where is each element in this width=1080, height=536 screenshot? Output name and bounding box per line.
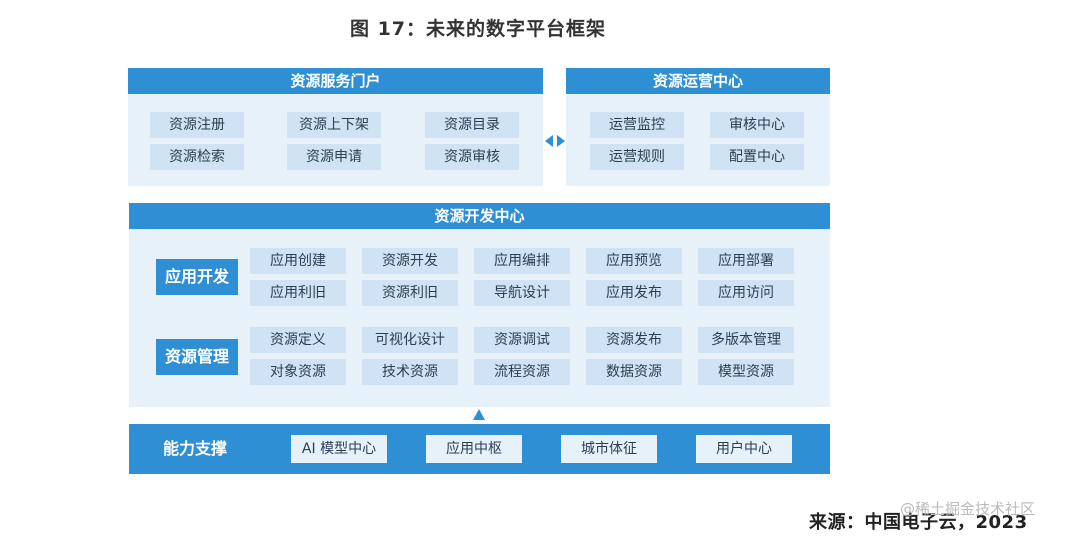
watermark: @稀土掘金技术社区 <box>900 500 1036 518</box>
dev-item: 应用发布 <box>586 280 682 306</box>
ops-item: 运营规则 <box>590 144 684 170</box>
support-item: AI 模型中心 <box>291 435 387 463</box>
portal-item: 资源上下架 <box>287 112 381 138</box>
ops-header: 资源运营中心 <box>566 68 830 94</box>
support-item: 用户中心 <box>696 435 792 463</box>
dev-item: 资源开发 <box>362 248 458 274</box>
ops-item: 运营监控 <box>590 112 684 138</box>
dev-item: 应用访问 <box>698 280 794 306</box>
dev-item: 多版本管理 <box>698 327 794 353</box>
support-item: 应用中枢 <box>426 435 522 463</box>
dev-panel: 资源开发中心 应用开发 应用创建 资源开发 应用编排 应用预览 应用部署 应用利… <box>129 203 830 407</box>
group-label-app-dev: 应用开发 <box>156 259 238 295</box>
dev-item: 技术资源 <box>362 359 458 385</box>
support-item: 城市体征 <box>561 435 657 463</box>
source-caption: 来源：中国电子云，2023 <box>809 512 1028 533</box>
support-label: 能力支撑 <box>163 439 228 458</box>
portal-item: 资源目录 <box>425 112 519 138</box>
dev-item: 资源利旧 <box>362 280 458 306</box>
dev-item: 可视化设计 <box>362 327 458 353</box>
portal-item: 资源申请 <box>287 144 381 170</box>
support-panel: 能力支撑 AI 模型中心 应用中枢 城市体征 用户中心 <box>129 424 830 474</box>
dev-item: 导航设计 <box>474 280 570 306</box>
dev-item: 流程资源 <box>474 359 570 385</box>
portal-header: 资源服务门户 <box>128 68 543 94</box>
dev-item: 应用编排 <box>474 248 570 274</box>
dev-item: 数据资源 <box>586 359 682 385</box>
dev-item: 应用创建 <box>250 248 346 274</box>
ops-item: 配置中心 <box>710 144 804 170</box>
dev-header: 资源开发中心 <box>129 203 830 229</box>
portal-panel: 资源服务门户 资源注册 资源上下架 资源目录 资源检索 资源申请 资源审核 <box>128 68 543 186</box>
ops-item: 审核中心 <box>710 112 804 138</box>
figure-title: 图 17：未来的数字平台框架 <box>349 18 607 40</box>
up-arrow-icon <box>473 409 485 420</box>
dev-item: 应用部署 <box>698 248 794 274</box>
dev-item: 资源发布 <box>586 327 682 353</box>
dev-item: 应用预览 <box>586 248 682 274</box>
portal-item: 资源审核 <box>425 144 519 170</box>
portal-item: 资源注册 <box>150 112 244 138</box>
bidirectional-arrow-icon <box>545 135 565 147</box>
dev-item: 应用利旧 <box>250 280 346 306</box>
dev-item: 模型资源 <box>698 359 794 385</box>
group-label-resource-mgmt: 资源管理 <box>156 339 238 375</box>
dev-item: 对象资源 <box>250 359 346 385</box>
portal-item: 资源检索 <box>150 144 244 170</box>
dev-item: 资源定义 <box>250 327 346 353</box>
dev-item: 资源调试 <box>474 327 570 353</box>
ops-panel: 资源运营中心 运营监控 审核中心 运营规则 配置中心 <box>566 68 830 186</box>
